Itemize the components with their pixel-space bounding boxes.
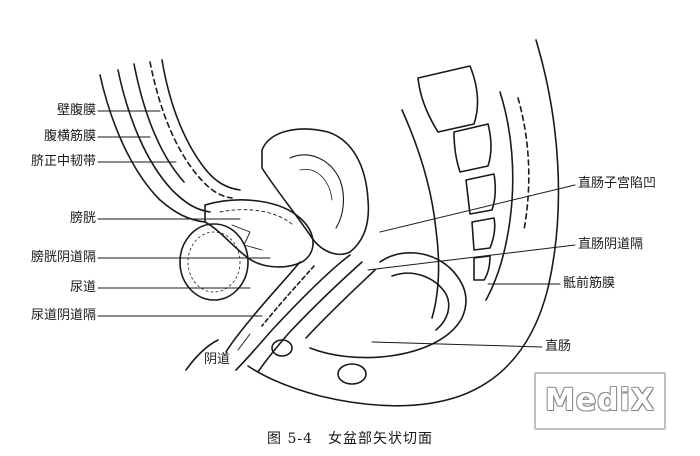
- label-median-umbilical-ligament: 脐正中韧带: [30, 154, 96, 169]
- label-transversalis-fascia: 腹横筋膜: [43, 129, 96, 144]
- urethral-tract: [225, 261, 315, 353]
- sacrum-vertebrae: [401, 65, 530, 319]
- label-rectovaginal-septum: 直肠阴道隔: [578, 237, 644, 252]
- watermark-logo: MediX: [534, 372, 666, 430]
- label-rectum: 直肠: [545, 339, 572, 354]
- label-presacral-fascia: 骶前筋膜: [563, 276, 616, 291]
- vaginal-canal: [235, 254, 376, 373]
- label-urethrovaginal-septum: 尿道阴道隔: [30, 308, 96, 323]
- label-vesicovaginal-septum: 膀胱阴道隔: [30, 250, 96, 265]
- anterior-abdominal-wall: [99, 59, 241, 223]
- label-vagina: 阴道: [204, 352, 231, 367]
- figure-caption: 图 5-4 女盆部矢状切面: [267, 431, 433, 447]
- body-outline: [185, 39, 560, 407]
- label-parietal-peritoneum: 壁腹膜: [56, 103, 96, 118]
- label-urethra: 尿道: [69, 280, 96, 295]
- uterus-shape: [261, 128, 370, 256]
- leader-lines-left: [97, 110, 271, 351]
- rectum-shape: [271, 252, 467, 385]
- label-bladder: 膀胱: [69, 211, 96, 226]
- label-rectouterine-pouch: 直肠子宫陷凹: [578, 176, 657, 191]
- leader-lines-right: [367, 184, 576, 348]
- pubic-bone: [179, 223, 249, 301]
- watermark-text: MediX: [544, 383, 656, 418]
- bladder-shape: [204, 199, 314, 268]
